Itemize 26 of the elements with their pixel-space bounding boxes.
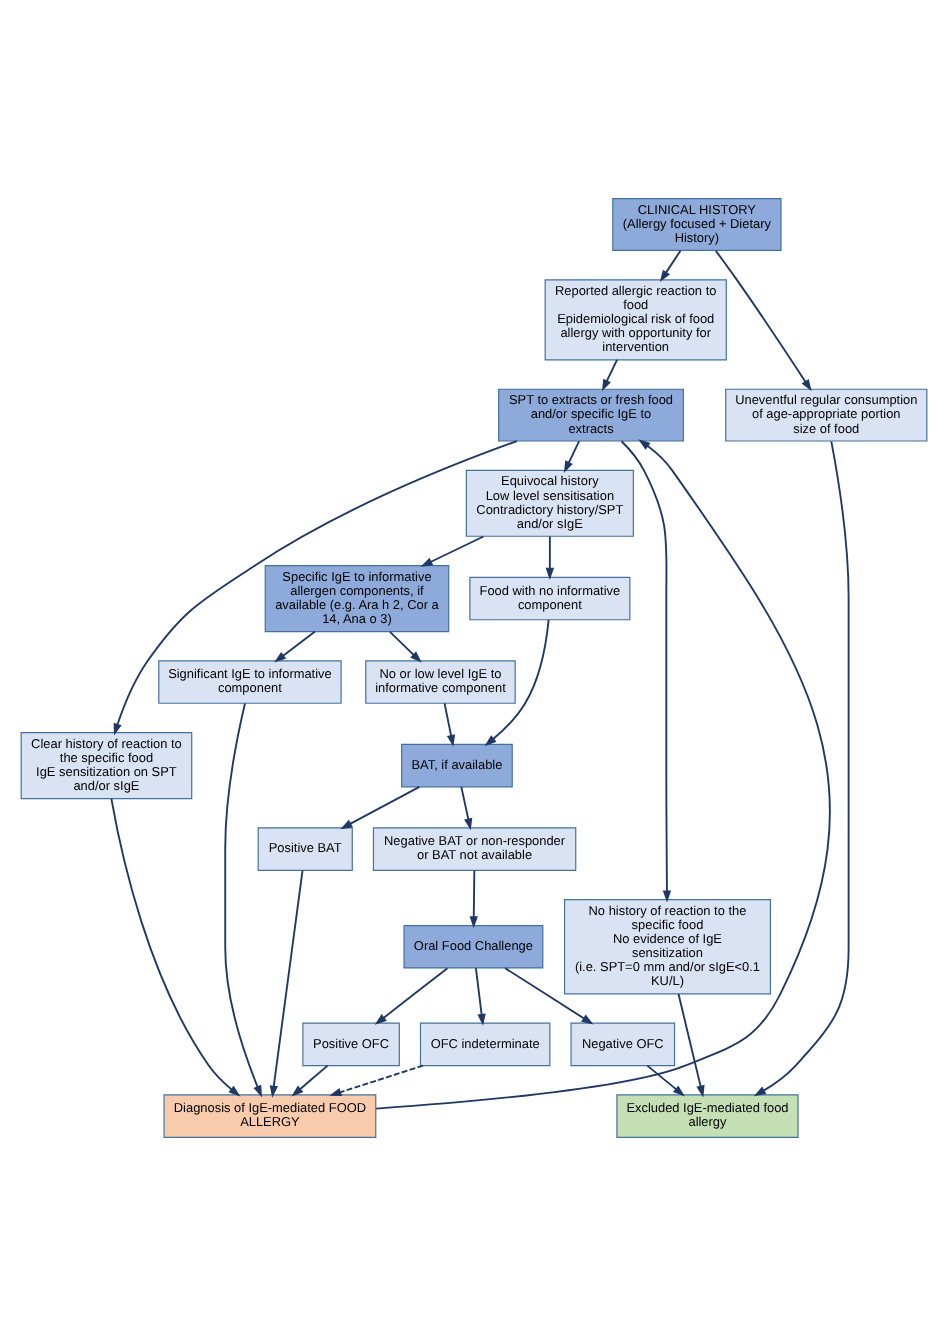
arrow: [389, 629, 422, 662]
arrow: [374, 966, 449, 1024]
arrow: [443, 701, 456, 746]
arrow: [659, 248, 682, 282]
arrow: [474, 966, 486, 1025]
arrow: [340, 784, 421, 829]
arrow: [110, 796, 241, 1096]
arrow: [620, 439, 672, 902]
arrow: [504, 966, 594, 1024]
arrow: [677, 992, 705, 1097]
arrow: [269, 868, 304, 1097]
arrow: [563, 439, 581, 472]
arrow: [460, 784, 473, 830]
arrow: [274, 629, 316, 662]
arrow: [329, 1063, 424, 1096]
arrow: [545, 534, 555, 579]
arrow: [484, 617, 550, 746]
arrow: [224, 701, 262, 1097]
arrow: [469, 868, 478, 928]
arrow: [291, 1063, 329, 1096]
arrow: [601, 357, 618, 391]
arrow: [753, 439, 850, 1096]
arrow: [714, 248, 812, 391]
arrow: [646, 1063, 685, 1096]
arrow: [420, 534, 485, 566]
arrow: [375, 438, 831, 1109]
